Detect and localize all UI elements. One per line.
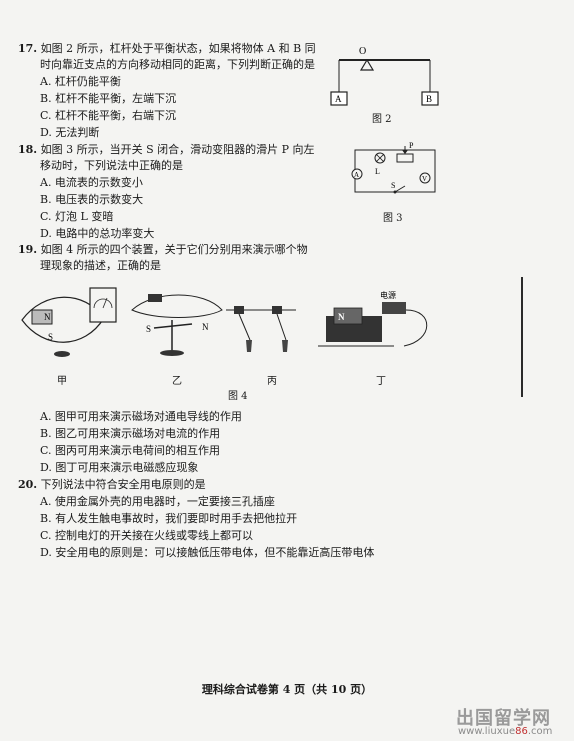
q20-number: 20.: [18, 478, 38, 491]
figure-4-devices: N S S N N: [21, 287, 428, 357]
watermark-url-suffix: .com: [527, 726, 553, 737]
q20-line1: 20. 下列说法中符合安全用电原则的是: [18, 478, 206, 492]
fig4-yi-s: S: [146, 324, 151, 334]
margin-mark: [521, 277, 523, 397]
fig4-jia-n: N: [44, 312, 51, 322]
q19-option-d: D. 图丁可用来演示电磁感应现象: [40, 461, 199, 474]
q20-option-b: B. 有人发生触电事故时，我们要即时用手去把他拉开: [40, 512, 298, 525]
q20-option-a: A. 使用金属外壳的用电器时，一定要接三孔插座: [40, 495, 275, 508]
fig4-ding-power: 电源: [380, 290, 396, 300]
fig4-yi-n: N: [202, 322, 209, 332]
q19-option-a: A. 图甲可用来演示磁场对通电导线的作用: [40, 410, 242, 423]
fig3-ammeter-letter: A: [354, 171, 359, 179]
fig4-ding-n: N: [338, 312, 345, 322]
q19-line1: 19. 如图 4 所示的四个装置，关于它们分别用来演示哪个物: [18, 243, 308, 257]
q20-option-c: C. 控制电灯的开关接在火线或零线上都可以: [40, 529, 254, 542]
q17-option-b: B. 杠杆不能平衡，左端下沉: [40, 92, 177, 105]
fig4-name-jia: 甲: [57, 376, 67, 387]
q17-option-a: A. 杠杆仍能平衡: [40, 75, 121, 88]
q17-option-d: D. 无法判断: [40, 126, 100, 139]
fig4-device-yi: S N: [131, 294, 223, 356]
fig4-device-ding: N 电源: [318, 290, 428, 347]
q18-option-c: C. 灯泡 L 变暗: [40, 210, 114, 223]
q20-option-d: D. 安全用电的原则是：可以接触低压带电体，但不能靠近高压带电体: [40, 546, 375, 559]
fig3-label-l: L: [375, 167, 380, 176]
watermark-logo-text: 出国留学网: [456, 708, 551, 729]
q19-option-c: C. 图丙可用来演示电荷间的相互作用: [40, 444, 221, 457]
figure-2-caption: 图 2: [372, 114, 392, 125]
q18-text1: 如图 3 所示，当开关 S 闭合，滑动变阻器的滑片 P 向左: [40, 143, 315, 156]
q19-line2: 理现象的描述，正确的是: [40, 259, 161, 272]
watermark-url: www.liuxue86.com: [458, 726, 552, 737]
figure-2-lever: O A B: [330, 46, 439, 106]
q18-option-b: B. 电压表的示数变大: [40, 193, 144, 206]
figure-3-caption: 图 3: [383, 213, 403, 224]
q17-text1: 如图 2 所示，杠杆处于平衡状态，如果将物体 A 和 B 同: [40, 42, 316, 55]
q18-line2: 移动时，下列说法中正确的是: [40, 159, 183, 172]
fig4-name-yi: 乙: [172, 376, 182, 387]
fig3-voltmeter-letter: V: [422, 175, 427, 183]
q20-text1: 下列说法中符合安全用电原则的是: [40, 478, 206, 491]
q17-line2: 时向靠近支点的方向移动相同的距离，下列判断正确的是: [40, 58, 315, 71]
q17-number: 17.: [18, 42, 38, 55]
fig2-label-a: A: [335, 94, 342, 104]
q17-line1: 17. 如图 2 所示，杠杆处于平衡状态，如果将物体 A 和 B 同: [18, 42, 316, 56]
q19-option-b: B. 图乙可用来演示磁场对电流的作用: [40, 427, 221, 440]
fig2-label-o: O: [359, 46, 366, 57]
q18-option-a: A. 电流表的示数变小: [40, 176, 143, 189]
fig4-name-ding: 丁: [376, 376, 386, 387]
q18-number: 18.: [18, 143, 38, 156]
fig2-label-b: B: [426, 94, 432, 104]
fig4-name-bing: 丙: [267, 376, 277, 387]
q19-text1: 如图 4 所示的四个装置，关于它们分别用来演示哪个物: [40, 243, 308, 256]
q19-number: 19.: [18, 243, 38, 256]
q17-option-c: C. 杠杆不能平衡，右端下沉: [40, 109, 177, 122]
fig4-jia-s: S: [48, 332, 53, 342]
q18-option-d: D. 电路中的总功率变大: [40, 227, 155, 240]
figure-4-caption: 图 4: [228, 391, 248, 402]
fig4-device-bing: [226, 306, 296, 352]
fig3-label-s: S: [391, 181, 395, 190]
figure-3-circuit: P L S A V: [351, 141, 436, 194]
q18-line1: 18. 如图 3 所示，当开关 S 闭合，滑动变阻器的滑片 P 向左: [18, 143, 315, 157]
watermark-url-prefix: www.liuxue: [458, 726, 516, 737]
watermark-url-number: 86: [515, 726, 528, 737]
fig3-label-p: P: [409, 141, 414, 150]
page-footer: 理科综合试卷第 4 页（共 10 页）: [201, 683, 373, 696]
fig4-device-jia: N S: [21, 287, 117, 357]
